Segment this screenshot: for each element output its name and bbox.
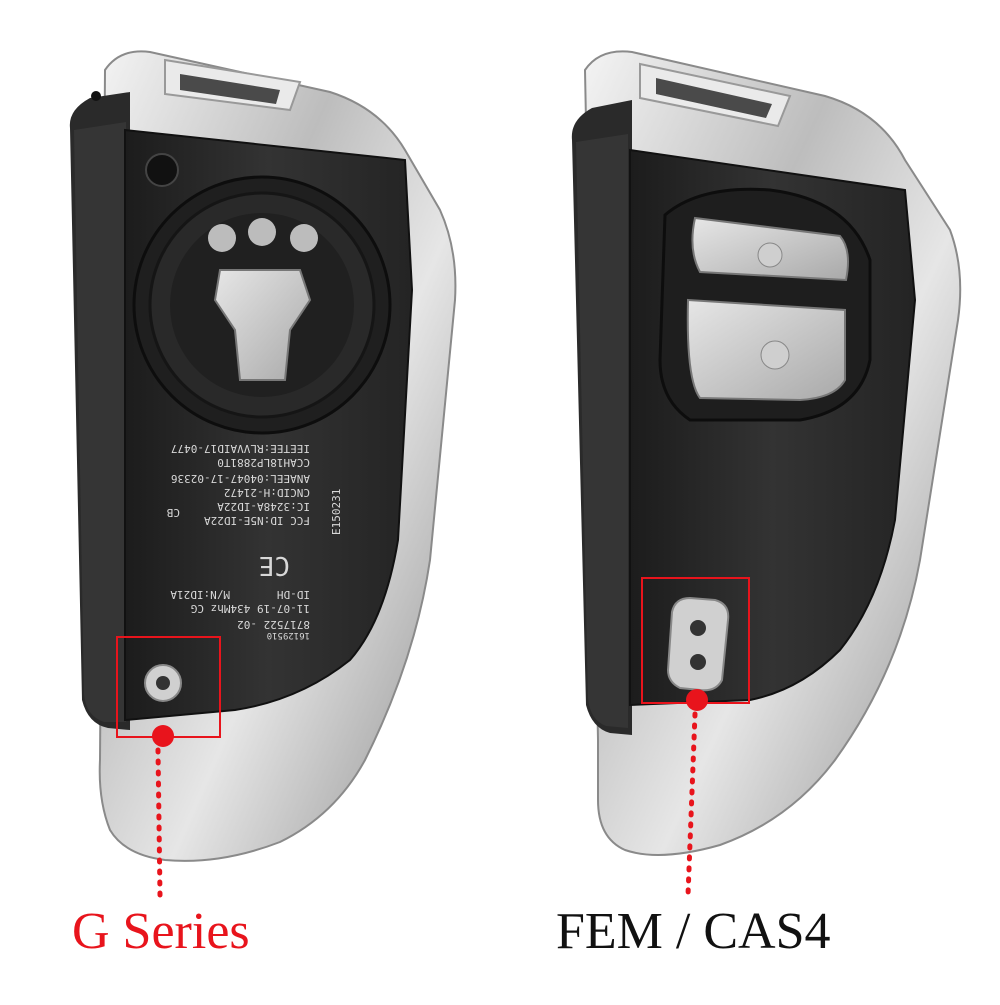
label-line: ID-DH [277,588,310,601]
label-line: ANAEEL:04047-17-02336 [171,472,310,485]
label-line: 8717522 -02 [237,618,310,631]
label-line: IEETEE:RLVVAID17-0477 [171,442,310,455]
marker-dot [686,689,708,711]
label-line: CB [166,506,180,519]
label-line: FCC ID:N5E-ID22A [204,514,310,527]
g-series-caption: G Series [72,903,250,960]
marker-line [685,711,698,898]
fem-cas4-caption: FEM / CAS4 [556,903,831,960]
label-line: CCAH18LP2881T0 [217,456,310,469]
label-line: IC:3248A-ID22A [217,500,310,513]
label-line: 11-07-19 434Mhz CG [191,602,310,615]
marker-line [155,747,163,898]
label-line: CE [259,550,290,580]
label-line: CNCID:H-21472 [224,486,310,499]
right-key-fob [571,50,962,898]
label-line: 16129510 [267,630,310,640]
left-label: IEETEE:RLVVAID17-0477 CCAH18LP2881T0 ANA… [166,442,343,640]
label-line: M/N:ID21A [170,588,230,601]
marker-dot [152,725,174,747]
label-line: E150231 [330,489,343,535]
left-key-fob: IEETEE:RLVVAID17-0477 CCAH18LP2881T0 ANA… [69,50,457,898]
